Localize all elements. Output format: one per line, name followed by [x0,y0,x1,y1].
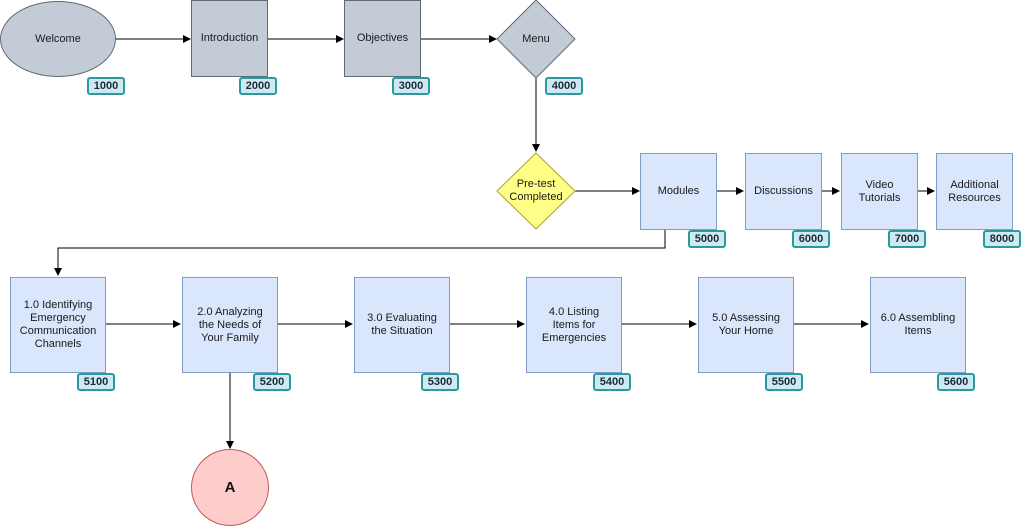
additional-resources-label: Additional Resources [948,178,1001,204]
introduction-node[interactable]: Introduction [191,0,268,77]
welcome-badge: 1000 [87,77,125,95]
video-tutorials-badge: 7000 [888,230,926,248]
pretest-node[interactable]: Pre-test Completed [505,176,567,206]
pretest-diamond [496,152,576,230]
welcome-node[interactable]: Welcome [0,1,116,77]
module-4-label: 4.0 Listing Items for Emergencies [541,305,607,344]
connector-a[interactable]: A [191,449,269,526]
modules-badge: 5000 [688,230,726,248]
discussions-node[interactable]: Discussions [745,153,822,230]
module-4-node[interactable]: 4.0 Listing Items for Emergencies [526,277,622,373]
menu-diamond [496,0,576,79]
module-2-node[interactable]: 2.0 Analyzing the Needs of Your Family [182,277,278,373]
introduction-badge: 2000 [239,77,277,95]
menu-node[interactable]: Menu [507,25,565,53]
modules-node[interactable]: Modules [640,153,717,230]
objectives-badge: 3000 [392,77,430,95]
module-5-label: 5.0 Assessing Your Home [712,312,780,337]
module-2-badge: 5200 [253,373,291,391]
module-1-badge: 5100 [77,373,115,391]
module-1-label: 1.0 Identifying Emergency Communication … [19,299,97,350]
module-2-label: 2.0 Analyzing the Needs of Your Family [197,305,263,344]
welcome-label: Welcome [35,32,81,45]
module-4-badge: 5400 [593,373,631,391]
module-5-badge: 5500 [765,373,803,391]
video-tutorials-label: Video Tutorials [858,178,901,204]
module-5-node[interactable]: 5.0 Assessing Your Home [698,277,794,373]
module-1-node[interactable]: 1.0 Identifying Emergency Communication … [10,277,106,373]
objectives-node[interactable]: Objectives [344,0,421,77]
module-6-label: 6.0 Assembling Items [880,312,956,337]
modules-label: Modules [657,185,700,197]
video-tutorials-node[interactable]: Video Tutorials [841,153,918,230]
menu-label: Menu [522,32,550,45]
menu-badge: 4000 [545,77,583,95]
introduction-label: Introduction [200,32,259,44]
module-3-node[interactable]: 3.0 Evaluating the Situation [354,277,450,373]
module-6-badge: 5600 [937,373,975,391]
module-3-label: 3.0 Evaluating the Situation [367,312,437,337]
module-6-node[interactable]: 6.0 Assembling Items [870,277,966,373]
module-3-badge: 5300 [421,373,459,391]
objectives-label: Objectives [356,32,409,44]
additional-resources-node[interactable]: Additional Resources [936,153,1013,230]
additional-resources-badge: 8000 [983,230,1021,248]
arrow-modules-m1 [54,230,666,276]
discussions-badge: 6000 [792,230,830,248]
discussions-label: Discussions [754,185,813,197]
pretest-label: Pre-test Completed [509,178,563,203]
